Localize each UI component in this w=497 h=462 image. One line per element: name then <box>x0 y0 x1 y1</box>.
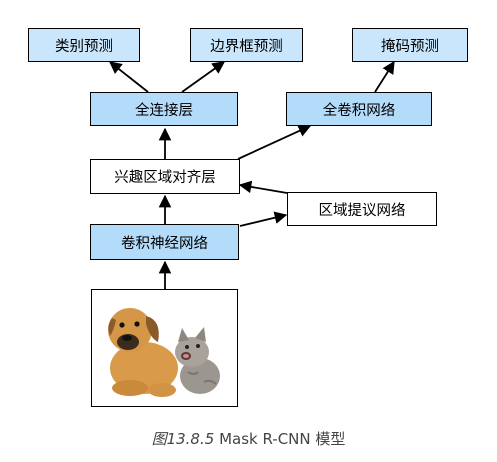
region-proposal-network-node: 区域提议网络 <box>287 192 437 226</box>
class-prediction-node: 类别预测 <box>28 28 140 62</box>
input-image <box>91 289 238 407</box>
arrow-fc-to-bbox <box>181 61 226 93</box>
arrow-cnn-to-rpn <box>239 211 288 227</box>
arrow-rpn-to-roi <box>238 180 288 194</box>
roi-align-node: 兴趣区域对齐层 <box>90 159 240 194</box>
caption-prefix: 图13.8.5 <box>151 430 215 448</box>
arrow-roi-to-fcn <box>237 124 312 160</box>
caption-title: Mask R-CNN 模型 <box>219 430 346 448</box>
fully-connected-layer-node: 全连接层 <box>90 92 238 126</box>
figure-caption: 图13.8.5 Mask R-CNN 模型 <box>0 428 497 449</box>
bbox-prediction-node: 边界框预测 <box>190 28 303 62</box>
mask-prediction-node: 掩码预测 <box>352 28 468 62</box>
puppy-and-kitten-photo-icon <box>92 290 236 405</box>
cnn-node: 卷积神经网络 <box>90 224 239 260</box>
arrow-fcn-to-mask <box>374 60 395 93</box>
arrow-fc-to-class <box>109 61 149 93</box>
fully-convolutional-network-node: 全卷积网络 <box>286 92 432 126</box>
